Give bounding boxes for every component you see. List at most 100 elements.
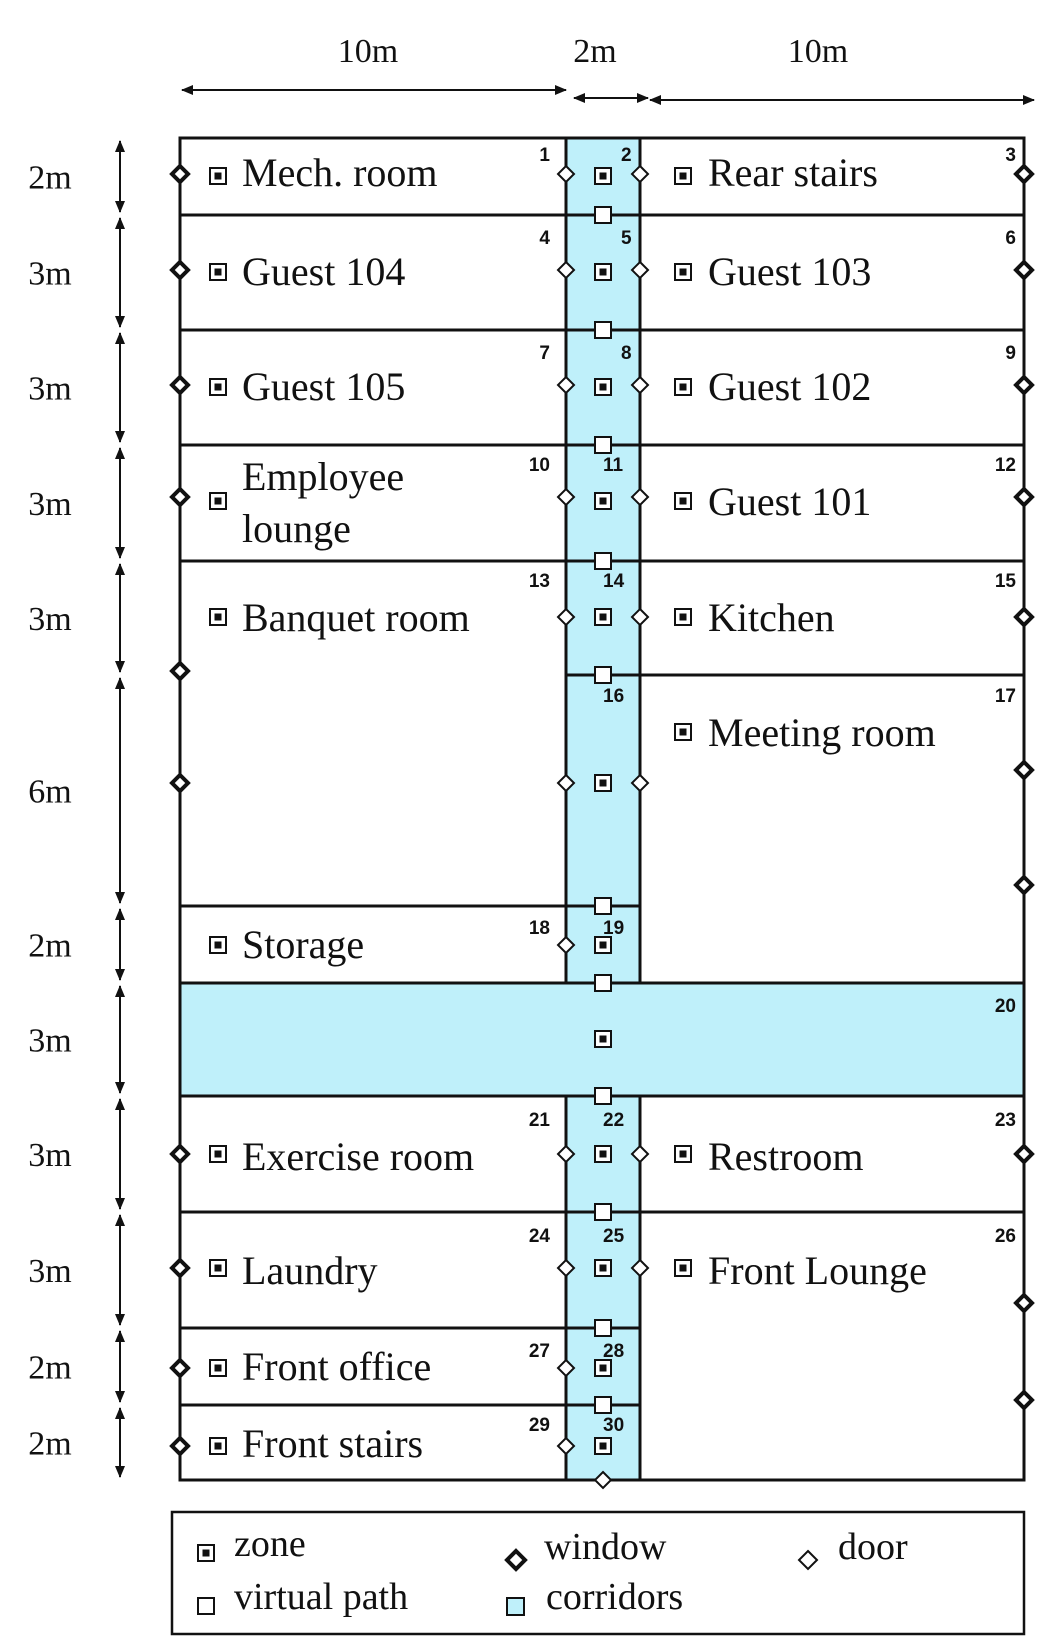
dim-label-right: 10m xyxy=(788,33,848,70)
label-employee-lounge-line2: lounge xyxy=(242,506,351,551)
label-meeting-room: Meeting room xyxy=(708,710,936,755)
zone-number-9: 9 xyxy=(1005,343,1016,364)
room-labels: Mech. room Rear stairs Guest 104 Guest 1… xyxy=(242,150,936,1466)
zone-number-20: 20 xyxy=(995,996,1016,1017)
label-banquet-room: Banquet room xyxy=(242,595,470,640)
legend-door-icon xyxy=(797,1549,819,1571)
zone-marker xyxy=(594,936,612,954)
label-storage: Storage xyxy=(242,922,364,967)
zone-number-4: 4 xyxy=(539,228,550,249)
zone-marker xyxy=(209,492,227,510)
zone-number-10: 10 xyxy=(529,455,550,476)
door-marker xyxy=(630,260,650,280)
virtual-path-marker xyxy=(594,1203,612,1221)
virtual-path-marker xyxy=(594,1396,612,1414)
label-kitchen: Kitchen xyxy=(708,595,835,640)
zone-number-7: 7 xyxy=(539,343,550,364)
zone-marker xyxy=(594,1437,612,1455)
window-marker xyxy=(169,259,191,281)
zone-number-11: 11 xyxy=(603,455,624,476)
zone-number-27: 27 xyxy=(529,1341,550,1362)
window-marker xyxy=(1013,759,1035,781)
zone-marker xyxy=(594,1259,612,1277)
zone-number-25: 25 xyxy=(603,1226,625,1247)
window-marker xyxy=(1013,1389,1035,1411)
virtual-path-marker xyxy=(594,321,612,339)
zone-number-21: 21 xyxy=(529,1110,551,1131)
window-marker xyxy=(169,1357,191,1379)
window-marker xyxy=(1013,374,1035,396)
virtual-path-marker xyxy=(594,974,612,992)
label-guest-105: Guest 105 xyxy=(242,364,405,409)
zone-marker xyxy=(209,1359,227,1377)
window-marker xyxy=(169,163,191,185)
zone-number-15: 15 xyxy=(995,571,1017,592)
door-marker xyxy=(630,164,650,184)
door-marker xyxy=(556,1436,576,1456)
zone-number-17: 17 xyxy=(995,686,1016,707)
virtual-path-marker xyxy=(594,1319,612,1337)
legend-zone-icon xyxy=(197,1544,215,1562)
zone-marker xyxy=(209,378,227,396)
zone-number-30: 30 xyxy=(603,1415,624,1436)
door-marker xyxy=(556,1258,576,1278)
window-marker xyxy=(1013,1143,1035,1165)
row-dim-label: 3m xyxy=(28,1023,71,1060)
zone-number-23: 23 xyxy=(995,1110,1016,1131)
window-marker xyxy=(169,486,191,508)
legend: zone window door virtual path corridors xyxy=(170,1510,1026,1636)
zone-number-24: 24 xyxy=(529,1226,551,1247)
door-marker xyxy=(630,1144,650,1164)
zone-marker xyxy=(209,1145,227,1163)
zone-number-18: 18 xyxy=(529,918,550,939)
zone-marker xyxy=(674,1259,692,1277)
label-exercise-room: Exercise room xyxy=(242,1134,474,1179)
window-marker xyxy=(1013,163,1035,185)
label-mech-room: Mech. room xyxy=(242,150,438,195)
row-dim-label: 2m xyxy=(28,160,71,197)
zone-marker xyxy=(594,1145,612,1163)
door-marker xyxy=(556,375,576,395)
zone-number-29: 29 xyxy=(529,1415,550,1436)
zone-marker xyxy=(209,263,227,281)
door-marker xyxy=(593,1470,613,1490)
zone-marker xyxy=(209,167,227,185)
virtual-path-marker xyxy=(594,897,612,915)
zone-number-5: 5 xyxy=(621,228,632,249)
door-marker xyxy=(556,260,576,280)
zone-number-22: 22 xyxy=(603,1110,624,1131)
label-employee-lounge-line1: Employee xyxy=(242,454,404,499)
legend-window-label: window xyxy=(544,1526,667,1568)
zone-number-14: 14 xyxy=(603,571,625,592)
zone-marker xyxy=(674,378,692,396)
window-marker xyxy=(169,660,191,682)
door-marker xyxy=(630,607,650,627)
label-guest-104: Guest 104 xyxy=(242,249,405,294)
door-marker xyxy=(556,935,576,955)
window-marker xyxy=(169,374,191,396)
label-guest-103: Guest 103 xyxy=(708,249,871,294)
label-rear-stairs: Rear stairs xyxy=(708,150,878,195)
label-restroom: Restroom xyxy=(708,1134,864,1179)
label-front-office: Front office xyxy=(242,1344,431,1389)
zone-number-3: 3 xyxy=(1005,145,1016,166)
window-marker xyxy=(1013,606,1035,628)
zone-number-2: 2 xyxy=(621,145,632,166)
zone-number-1: 1 xyxy=(539,145,550,166)
row-dim-label: 3m xyxy=(28,1253,71,1290)
zone-marker xyxy=(594,1359,612,1377)
door-marker xyxy=(630,1258,650,1278)
label-front-lounge: Front Lounge xyxy=(708,1248,927,1293)
zone-marker xyxy=(674,492,692,510)
virtual-path-marker xyxy=(594,436,612,454)
door-marker xyxy=(630,375,650,395)
zone-number-16: 16 xyxy=(603,686,624,707)
legend-door-label: door xyxy=(838,1526,908,1568)
row-dim-label: 2m xyxy=(28,1350,71,1387)
legend-zone-label: zone xyxy=(234,1523,306,1565)
virtual-path-marker xyxy=(594,552,612,570)
window-marker xyxy=(169,1435,191,1457)
row-dim-label: 3m xyxy=(28,256,71,293)
